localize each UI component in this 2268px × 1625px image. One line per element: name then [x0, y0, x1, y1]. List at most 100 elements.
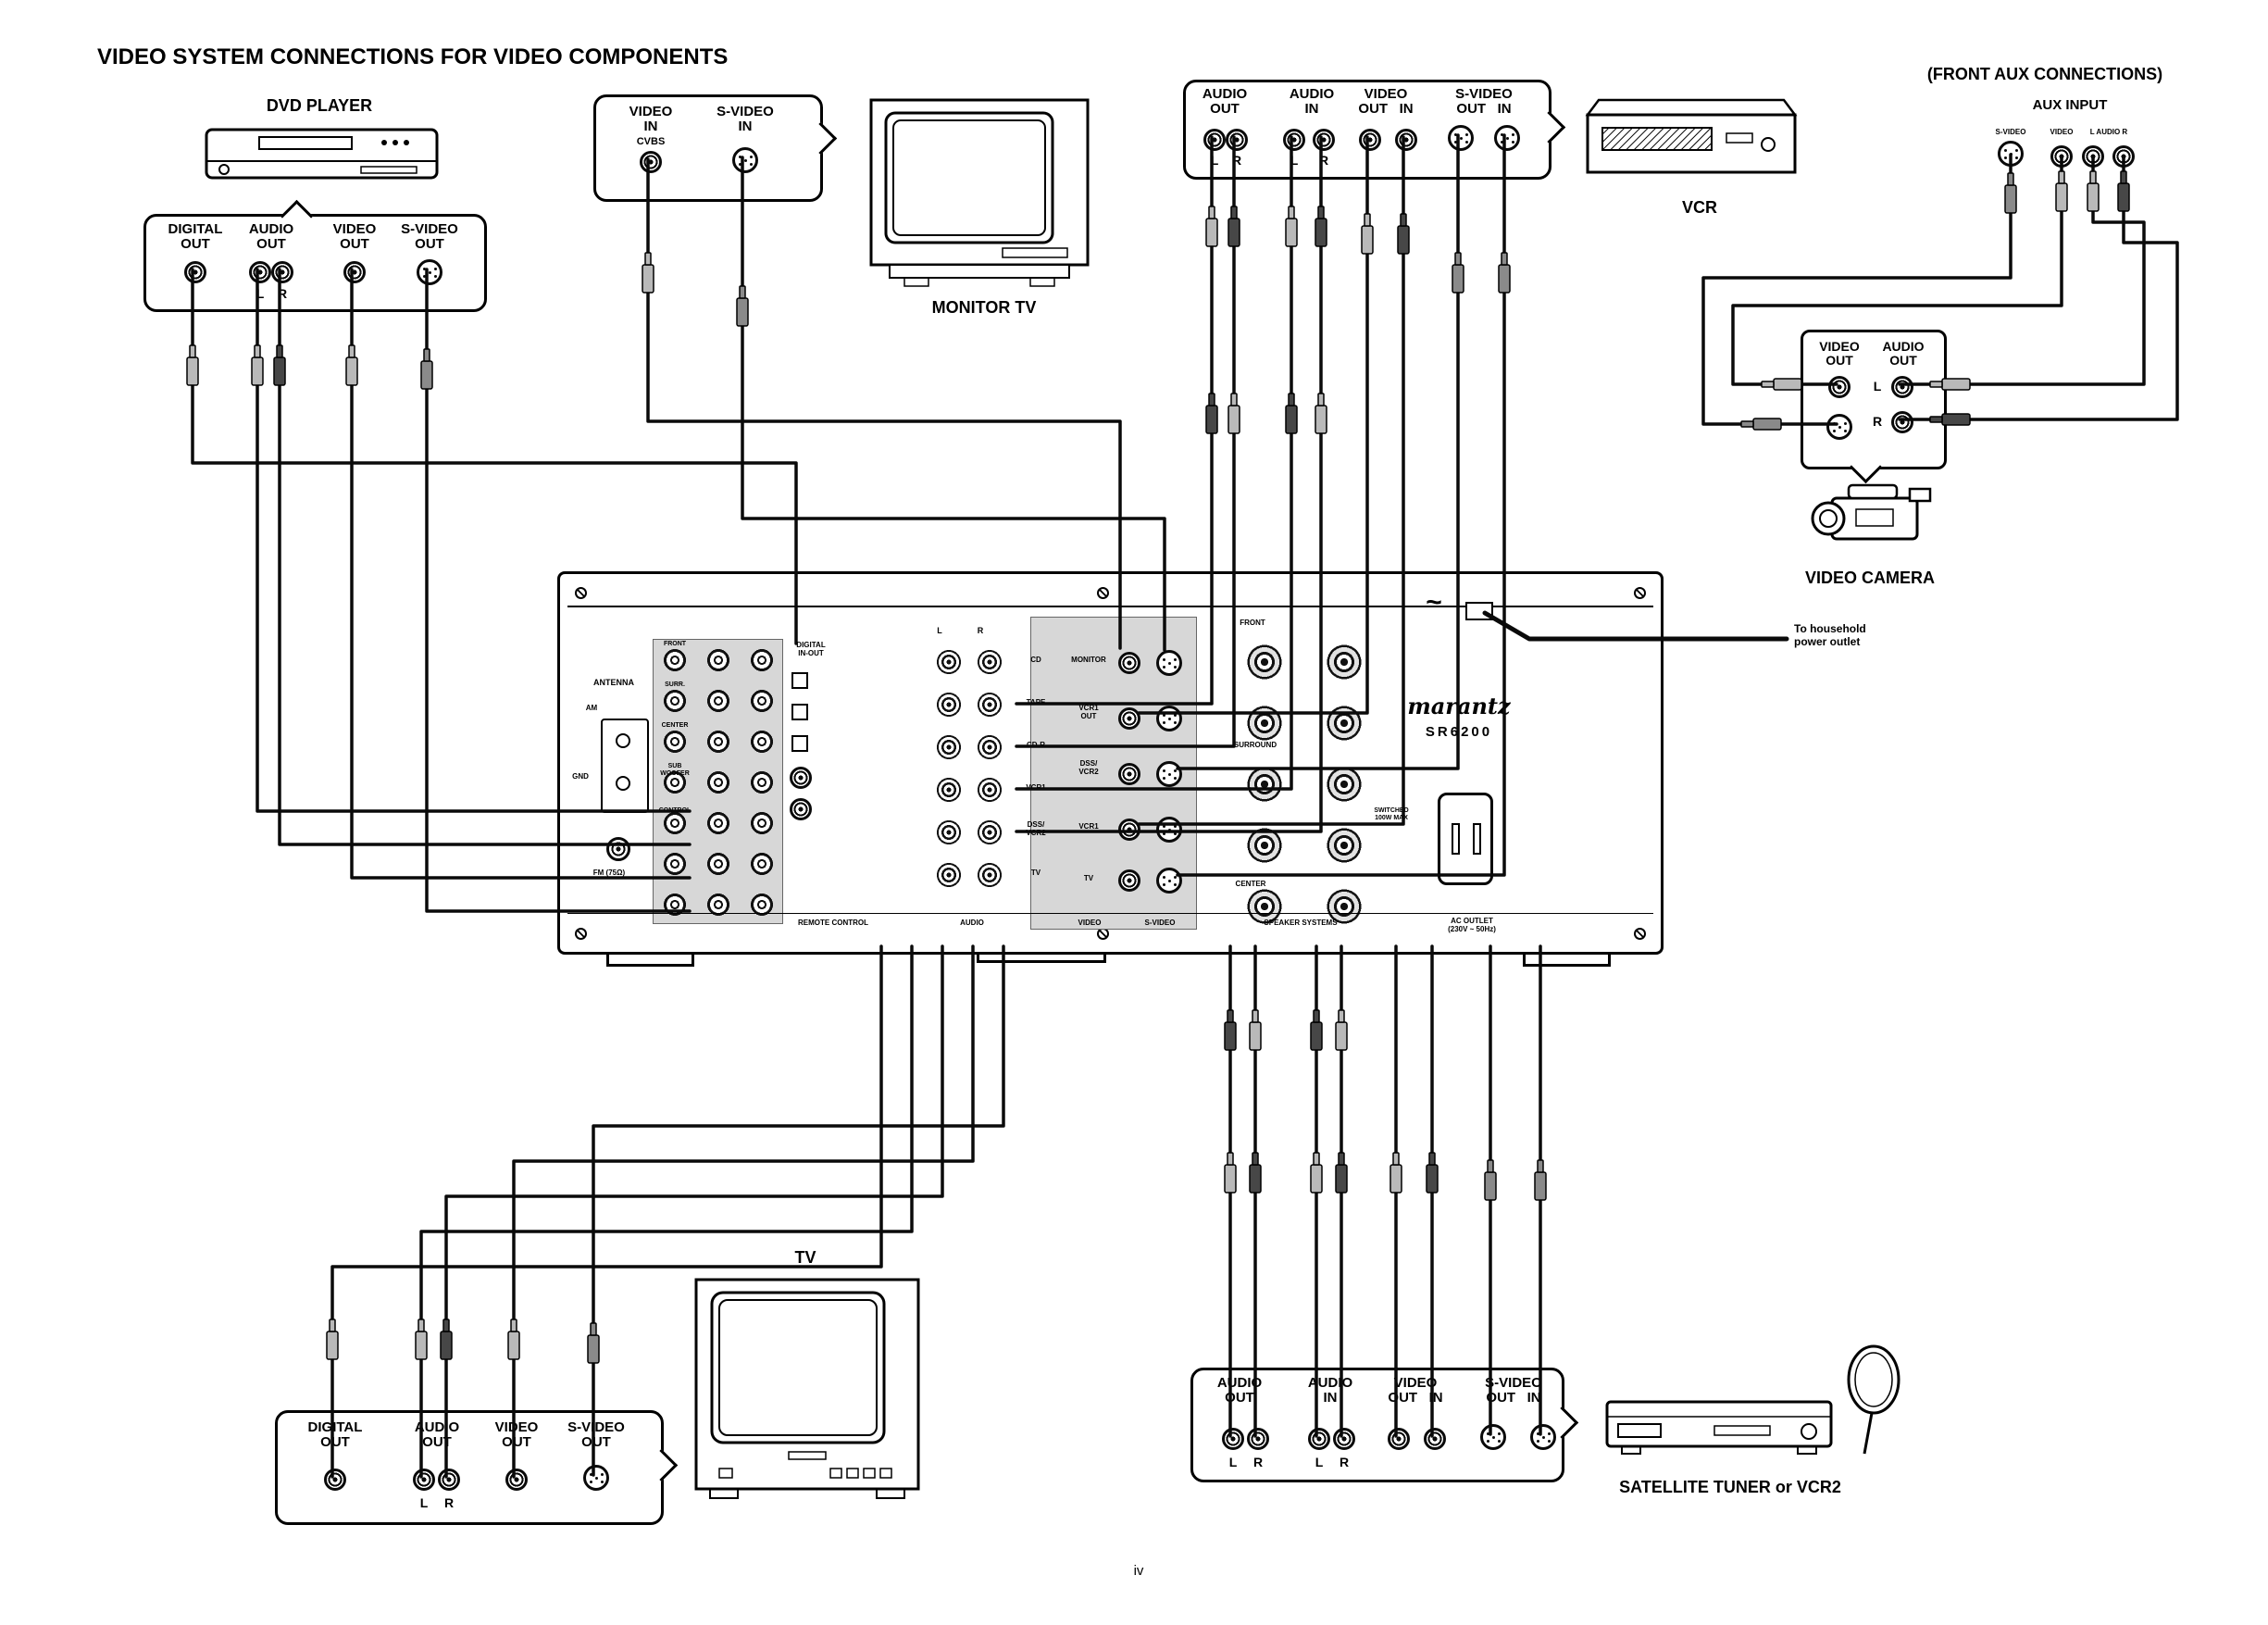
- outlet-slot: [1473, 823, 1481, 855]
- rca-jack: [1891, 411, 1913, 433]
- outlet-slot: [1452, 823, 1460, 855]
- optical-jack: [791, 704, 808, 720]
- s-video-jack: [1448, 125, 1474, 151]
- audio-l-header: L: [937, 626, 942, 635]
- rca-jack: [640, 151, 662, 173]
- receiver-foot: [606, 952, 694, 967]
- preout-label: CENTER: [661, 722, 689, 729]
- label-svideo-in: S-VIDEO IN: [717, 104, 774, 134]
- fm-antenna-jack: [606, 837, 630, 861]
- video-row-label: VCR1 OUT: [1078, 704, 1099, 720]
- video-camera-illustration: [1811, 483, 1932, 541]
- rca-jack: [343, 261, 366, 283]
- preout-label: FRONT: [663, 641, 687, 647]
- rca-jack: [1308, 1428, 1330, 1450]
- power-outlet-note: To household power outlet: [1794, 622, 1866, 648]
- rca-jack: [1313, 129, 1335, 151]
- bottom-label: SPEAKER SYSTEMS: [1264, 919, 1338, 927]
- rca-jack: [413, 1469, 435, 1491]
- model-number: SR6200: [1425, 724, 1493, 740]
- video-rca-jack: [1118, 707, 1140, 730]
- page-title: VIDEO SYSTEM CONNECTIONS FOR VIDEO COMPO…: [97, 44, 729, 69]
- s-video-jack: [1156, 868, 1182, 894]
- rca-jack: [271, 261, 293, 283]
- antenna-post: [616, 776, 630, 791]
- rca-jack: [1203, 129, 1226, 151]
- rca-jack: [1388, 1428, 1410, 1450]
- label-svideo-out: S-VIDEO OUT: [401, 221, 458, 252]
- rca-jack: [438, 1469, 460, 1491]
- label-r: R: [1339, 1455, 1350, 1469]
- front-aux-title: (FRONT AUX CONNECTIONS): [1926, 65, 2163, 83]
- aux-input-label: AUX INPUT: [2032, 97, 2108, 113]
- video-row-label: VCR1: [1078, 822, 1099, 831]
- device-label-video-camera: VIDEO CAMERA: [1804, 569, 1935, 587]
- rca-jack: [505, 1469, 528, 1491]
- label-l: L: [1315, 1455, 1324, 1469]
- switched-label: SWITCHED 100W MAX: [1374, 807, 1409, 821]
- preout-label: SURR.: [665, 681, 685, 688]
- label-r: R: [1318, 153, 1329, 168]
- digital-io-label: DIGITAL IN-OUT: [796, 641, 826, 657]
- screw-icon: [1097, 587, 1109, 599]
- callout-monitor-inputs: VIDEO IN CVBS S-VIDEO IN: [593, 94, 838, 202]
- audio-row-label: DSS/ VCR2: [1026, 820, 1046, 837]
- rca-jack: [1424, 1428, 1446, 1450]
- label-svideo-out-in: S-VIDEO OUT IN: [1455, 86, 1513, 117]
- video-row-label: MONITOR: [1071, 656, 1106, 664]
- label-svideo-out: S-VIDEO OUT: [567, 1419, 625, 1450]
- label-l: L: [1873, 379, 1882, 394]
- video-rca-jack: [1118, 869, 1140, 892]
- optical-jack: [791, 735, 808, 752]
- s-video-jack: [1480, 1424, 1506, 1450]
- label-cvbs: CVBS: [636, 136, 666, 147]
- speaker-terminal-grid: [1225, 631, 1384, 939]
- label-audio-out: AUDIO OUT: [414, 1419, 460, 1450]
- label-video-out-in: VIDEO OUT IN: [1388, 1375, 1443, 1406]
- screw-icon: [1634, 587, 1646, 599]
- antenna-terminal: [601, 719, 649, 813]
- label-l: L: [1290, 153, 1299, 168]
- fm-label: FM (75Ω): [592, 869, 626, 877]
- audio-row-label: CD: [1030, 656, 1041, 664]
- s-video-jack: [1494, 125, 1520, 151]
- dvd-player-illustration: [205, 128, 439, 180]
- gnd-label: GND: [572, 772, 589, 781]
- coax-digital-jack: [790, 798, 812, 820]
- label-digital-out: DIGITAL OUT: [307, 1419, 363, 1450]
- label-l: L: [419, 1495, 429, 1510]
- panel-divider: [567, 913, 1653, 914]
- rca-jack: [1891, 376, 1913, 398]
- audio-row-label: VCR1: [1026, 783, 1046, 792]
- label-audio-out: AUDIO OUT: [1202, 86, 1248, 117]
- rca-jack: [1395, 129, 1417, 151]
- label-video-out: VIDEO OUT: [494, 1419, 539, 1450]
- video-row-label: DSS/ VCR2: [1078, 759, 1099, 776]
- bottom-label: AC OUTLET (230V ~ 50Hz): [1448, 917, 1496, 933]
- aux-svideo-label: S-VIDEO: [1995, 128, 2026, 136]
- callout-vcr-connections: AUDIO OUT AUDIO IN VIDEO OUT IN S-VIDEO …: [1183, 80, 1566, 180]
- video-row-label: TV: [1083, 874, 1094, 882]
- label-audio-in: AUDIO IN: [1307, 1375, 1353, 1406]
- video-rca-jack: [1118, 819, 1140, 841]
- rca-jack: [2112, 145, 2135, 168]
- satellite-tuner-illustration: [1605, 1400, 1833, 1455]
- rca-jack: [1222, 1428, 1244, 1450]
- s-video-jack: [583, 1465, 609, 1491]
- bottom-label: REMOTE CONTROL: [798, 919, 868, 927]
- rca-jack: [1333, 1428, 1355, 1450]
- audio-row-label: TV: [1030, 869, 1041, 877]
- screw-icon: [575, 587, 587, 599]
- callout-dvd-outputs: DIGITAL OUT AUDIO OUT VIDEO OUT S-VIDEO …: [143, 199, 487, 312]
- callout-satellite-connections: AUDIO OUT AUDIO IN VIDEO OUT IN S-VIDEO …: [1190, 1368, 1579, 1482]
- rca-jack: [324, 1469, 346, 1491]
- audio-row-label: CD-R: [1027, 741, 1045, 749]
- s-video-jack: [1530, 1424, 1556, 1450]
- receiver-foot: [977, 952, 1106, 963]
- device-label-dvd: DVD PLAYER: [266, 96, 373, 115]
- receiver-rear-panel: ANTENNA AM GND FM (75Ω) FRONT SURR. CENT…: [557, 571, 1664, 955]
- s-video-jack: [1156, 650, 1182, 676]
- screw-icon: [1634, 928, 1646, 940]
- s-video-jack: [1156, 706, 1182, 731]
